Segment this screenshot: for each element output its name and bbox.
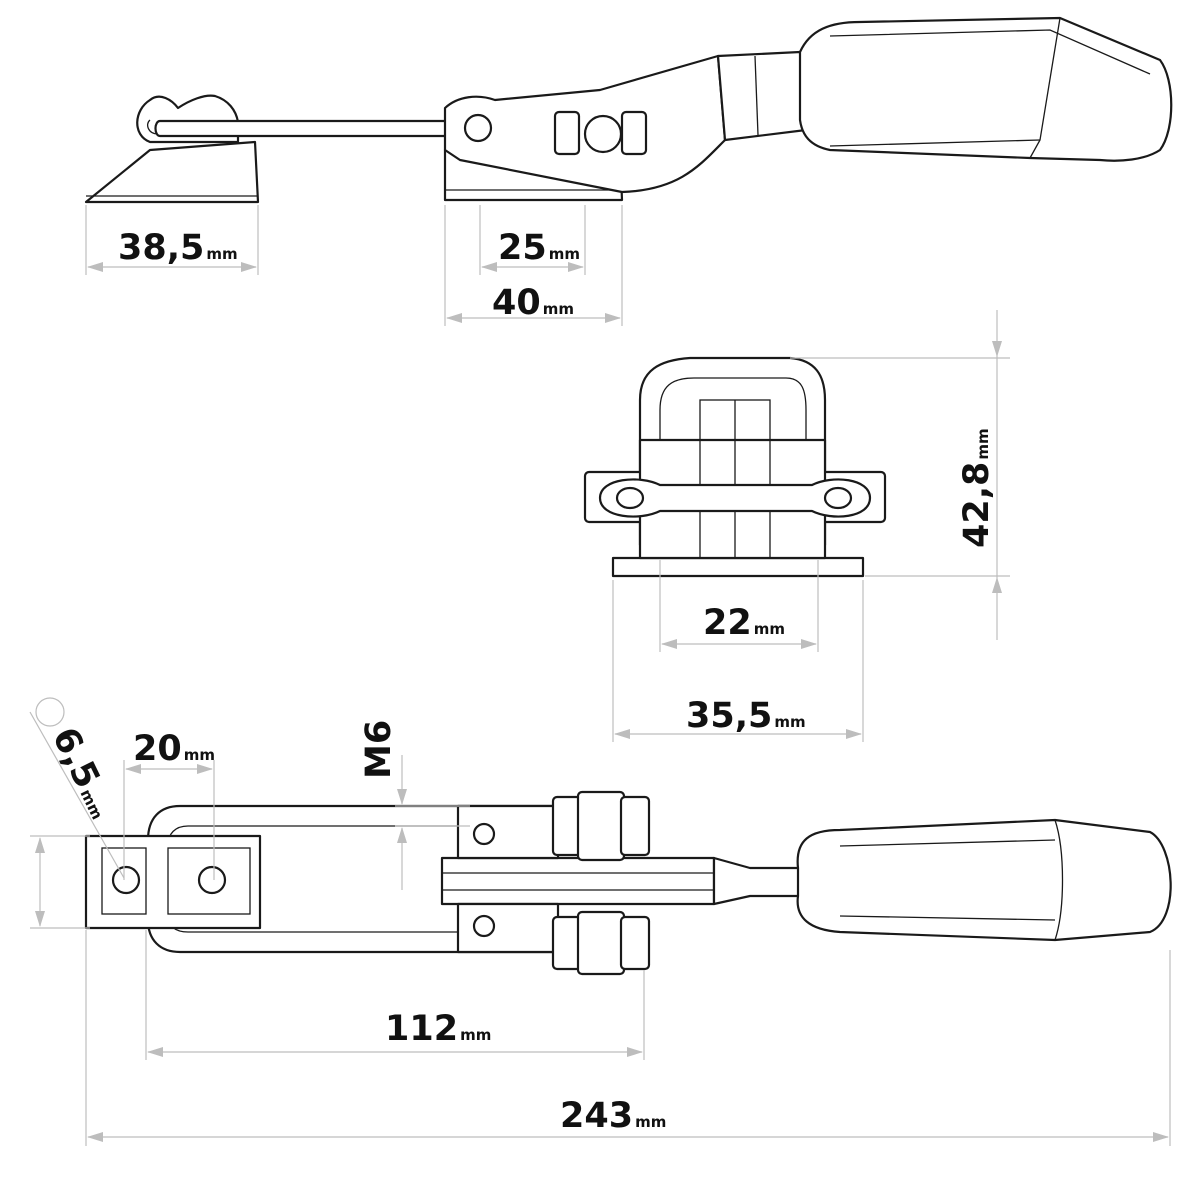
side-view (84, 16, 1173, 204)
pivot-pin-side (463, 113, 493, 143)
base-plate-front (611, 556, 865, 578)
nut-top-lower-left (551, 915, 583, 971)
dim-hook-hole-spacing-value: 20 (133, 729, 182, 769)
dim-inner-width-value: 22 (703, 603, 752, 643)
handle-top (796, 818, 1172, 942)
dim-hole-spacing-value: 25 (498, 228, 547, 268)
handle-side (798, 16, 1173, 162)
dim-thread-value: M6 (359, 720, 399, 779)
svg-text:42,8mm: 42,8mm (957, 428, 997, 548)
dimension-side-height (30, 835, 90, 929)
washer-side (583, 114, 623, 154)
dim-outer-width-value: 35,5 (686, 696, 772, 736)
dim-hole-diameter-unit: mm (76, 786, 106, 822)
dimension-thread: M6 (359, 720, 470, 890)
dim-base-left-unit: mm (206, 245, 237, 263)
nut-top-lower-center (576, 910, 626, 976)
dim-height-unit: mm (974, 428, 992, 459)
body-upper-arm (456, 804, 560, 860)
lever-side (716, 50, 808, 142)
hook-hole-right (197, 865, 227, 895)
dim-hook-hole-spacing-unit: mm (184, 746, 215, 764)
nut-side-right (620, 110, 648, 156)
draw-rod-loop-front (598, 478, 872, 518)
nut-top-upper-right (619, 795, 651, 857)
hook-base-side (84, 140, 260, 204)
lever-top (712, 856, 802, 906)
hook-hole-left (111, 865, 141, 895)
nut-top-upper-left (551, 795, 583, 857)
nut-top-upper-center (576, 790, 626, 862)
svg-text:6,5mm: 6,5mm (44, 721, 122, 824)
dim-stroke-length-value: 112 (385, 1009, 458, 1049)
body-lower-arm (456, 902, 560, 954)
dimension-height: 42,8mm (790, 310, 1010, 640)
svg-text:38,5mm: 38,5mm (118, 228, 238, 268)
dim-hole-spacing-unit: mm (549, 245, 580, 263)
dim-total-length-value: 243 (560, 1096, 633, 1136)
dim-stroke-length-unit: mm (460, 1026, 491, 1044)
dim-base-right-unit: mm (543, 300, 574, 318)
dim-base-left-value: 38,5 (118, 228, 204, 268)
nut-side-left (553, 110, 581, 156)
svg-text:35,5mm: 35,5mm (686, 696, 806, 736)
dim-total-length-unit: mm (635, 1113, 666, 1131)
nut-top-lower-right (619, 915, 651, 971)
clamp-body-top (440, 856, 716, 906)
top-view (84, 790, 1172, 976)
dim-inner-width-unit: mm (754, 620, 785, 638)
dim-outer-width-unit: mm (774, 713, 805, 731)
front-view (583, 356, 887, 578)
dim-hole-diameter-value: 6,5 (44, 721, 107, 794)
dim-base-right-value: 40 (492, 283, 541, 323)
dim-height-value: 42,8 (957, 462, 997, 548)
